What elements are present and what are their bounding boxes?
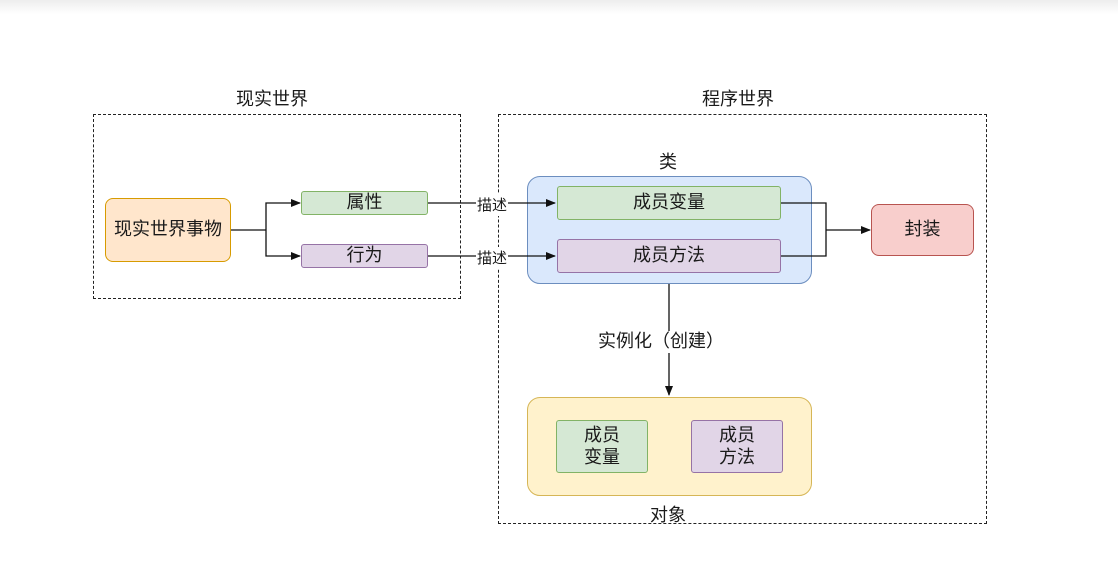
behavior-node: 行为 <box>301 244 428 268</box>
real-world-region <box>93 114 461 299</box>
member-method-text: 成员方法 <box>633 245 705 266</box>
object-label: 对象 <box>650 505 686 526</box>
program-world-region <box>498 114 987 524</box>
instantiate-label: 实例化（创建） <box>598 331 724 353</box>
program-world-title: 程序世界 <box>702 89 774 110</box>
window-top-bar <box>0 0 1118 14</box>
encapsulation-node: 封装 <box>871 204 974 256</box>
encapsulation-text: 封装 <box>904 219 941 240</box>
object-member-variable-text: 成员 变量 <box>584 424 620 468</box>
object-member-method-node: 成员 方法 <box>691 420 783 473</box>
real-entity-text: 现实世界事物 <box>114 219 222 240</box>
object-member-variable-node: 成员 变量 <box>556 420 648 473</box>
member-method-node: 成员方法 <box>557 239 781 273</box>
describe-label-1: 描述 <box>476 194 509 216</box>
behavior-text: 行为 <box>346 245 383 266</box>
attribute-text: 属性 <box>346 192 383 213</box>
object-member-method-text: 成员 方法 <box>719 424 755 468</box>
member-variable-text: 成员变量 <box>633 192 705 213</box>
member-variable-node: 成员变量 <box>557 186 781 220</box>
class-label: 类 <box>659 152 677 173</box>
real-entity-node: 现实世界事物 <box>105 198 231 262</box>
attribute-node: 属性 <box>301 191 428 215</box>
real-world-title: 现实世界 <box>236 89 308 110</box>
describe-label-2: 描述 <box>476 247 509 269</box>
